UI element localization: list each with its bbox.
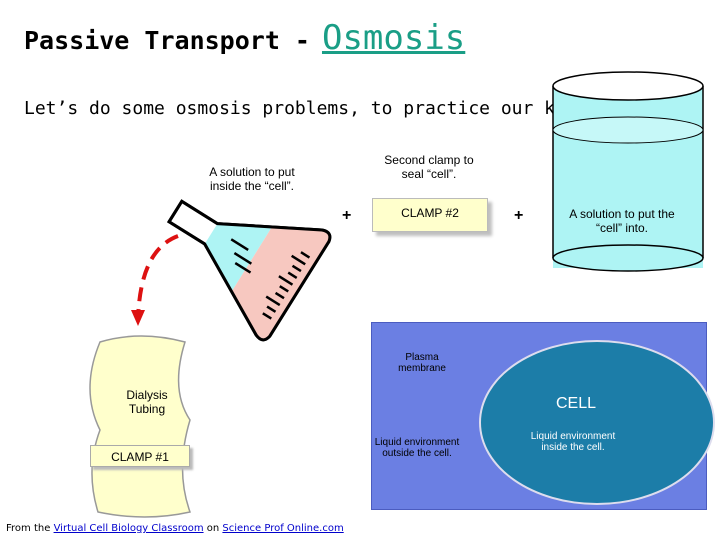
flask-icon (167, 199, 332, 342)
footer-prefix: From the (6, 523, 51, 534)
clamp-2-box: CLAMP #2 (372, 198, 488, 232)
clamp-1-box: CLAMP #1 (90, 445, 190, 467)
title-main: Passive Transport - (24, 26, 310, 55)
label-liquid-outside: Liquid environment outside the cell. (374, 437, 460, 459)
label-plasma-membrane: Plasma membrane (398, 352, 446, 374)
title-osmosis: Osmosis (321, 18, 466, 58)
dialysis-tubing-icon (89, 335, 191, 518)
footer-middle: on (206, 523, 220, 534)
plus-sign-2: + (514, 207, 524, 224)
label-cell: CELL (556, 395, 597, 412)
beaker-icon (552, 71, 704, 272)
plus-sign-1: + (342, 207, 352, 224)
cell-oval (479, 340, 715, 505)
footer-link-virtual-cell[interactable]: Virtual Cell Biology Classroom (53, 523, 204, 534)
pour-arrow-icon (131, 234, 179, 326)
label-solution-put: A solution to put inside the “cell”. (209, 165, 295, 193)
label-solution-into: A solution to put the “cell” into. (569, 207, 675, 235)
footer: From the Virtual Cell Biology Classroom … (6, 523, 344, 534)
label-liquid-inside: Liquid environment inside the cell. (530, 431, 616, 453)
subtitle: Let’s do some osmosis problems, to pract… (24, 98, 653, 119)
label-second-clamp: Second clamp to seal “cell”. (384, 153, 474, 181)
label-dialysis: Dialysis Tubing (126, 388, 168, 416)
page-title: Passive Transport - Osmosis (24, 18, 465, 58)
footer-link-science-prof[interactable]: Science Prof Online.com (222, 523, 344, 534)
